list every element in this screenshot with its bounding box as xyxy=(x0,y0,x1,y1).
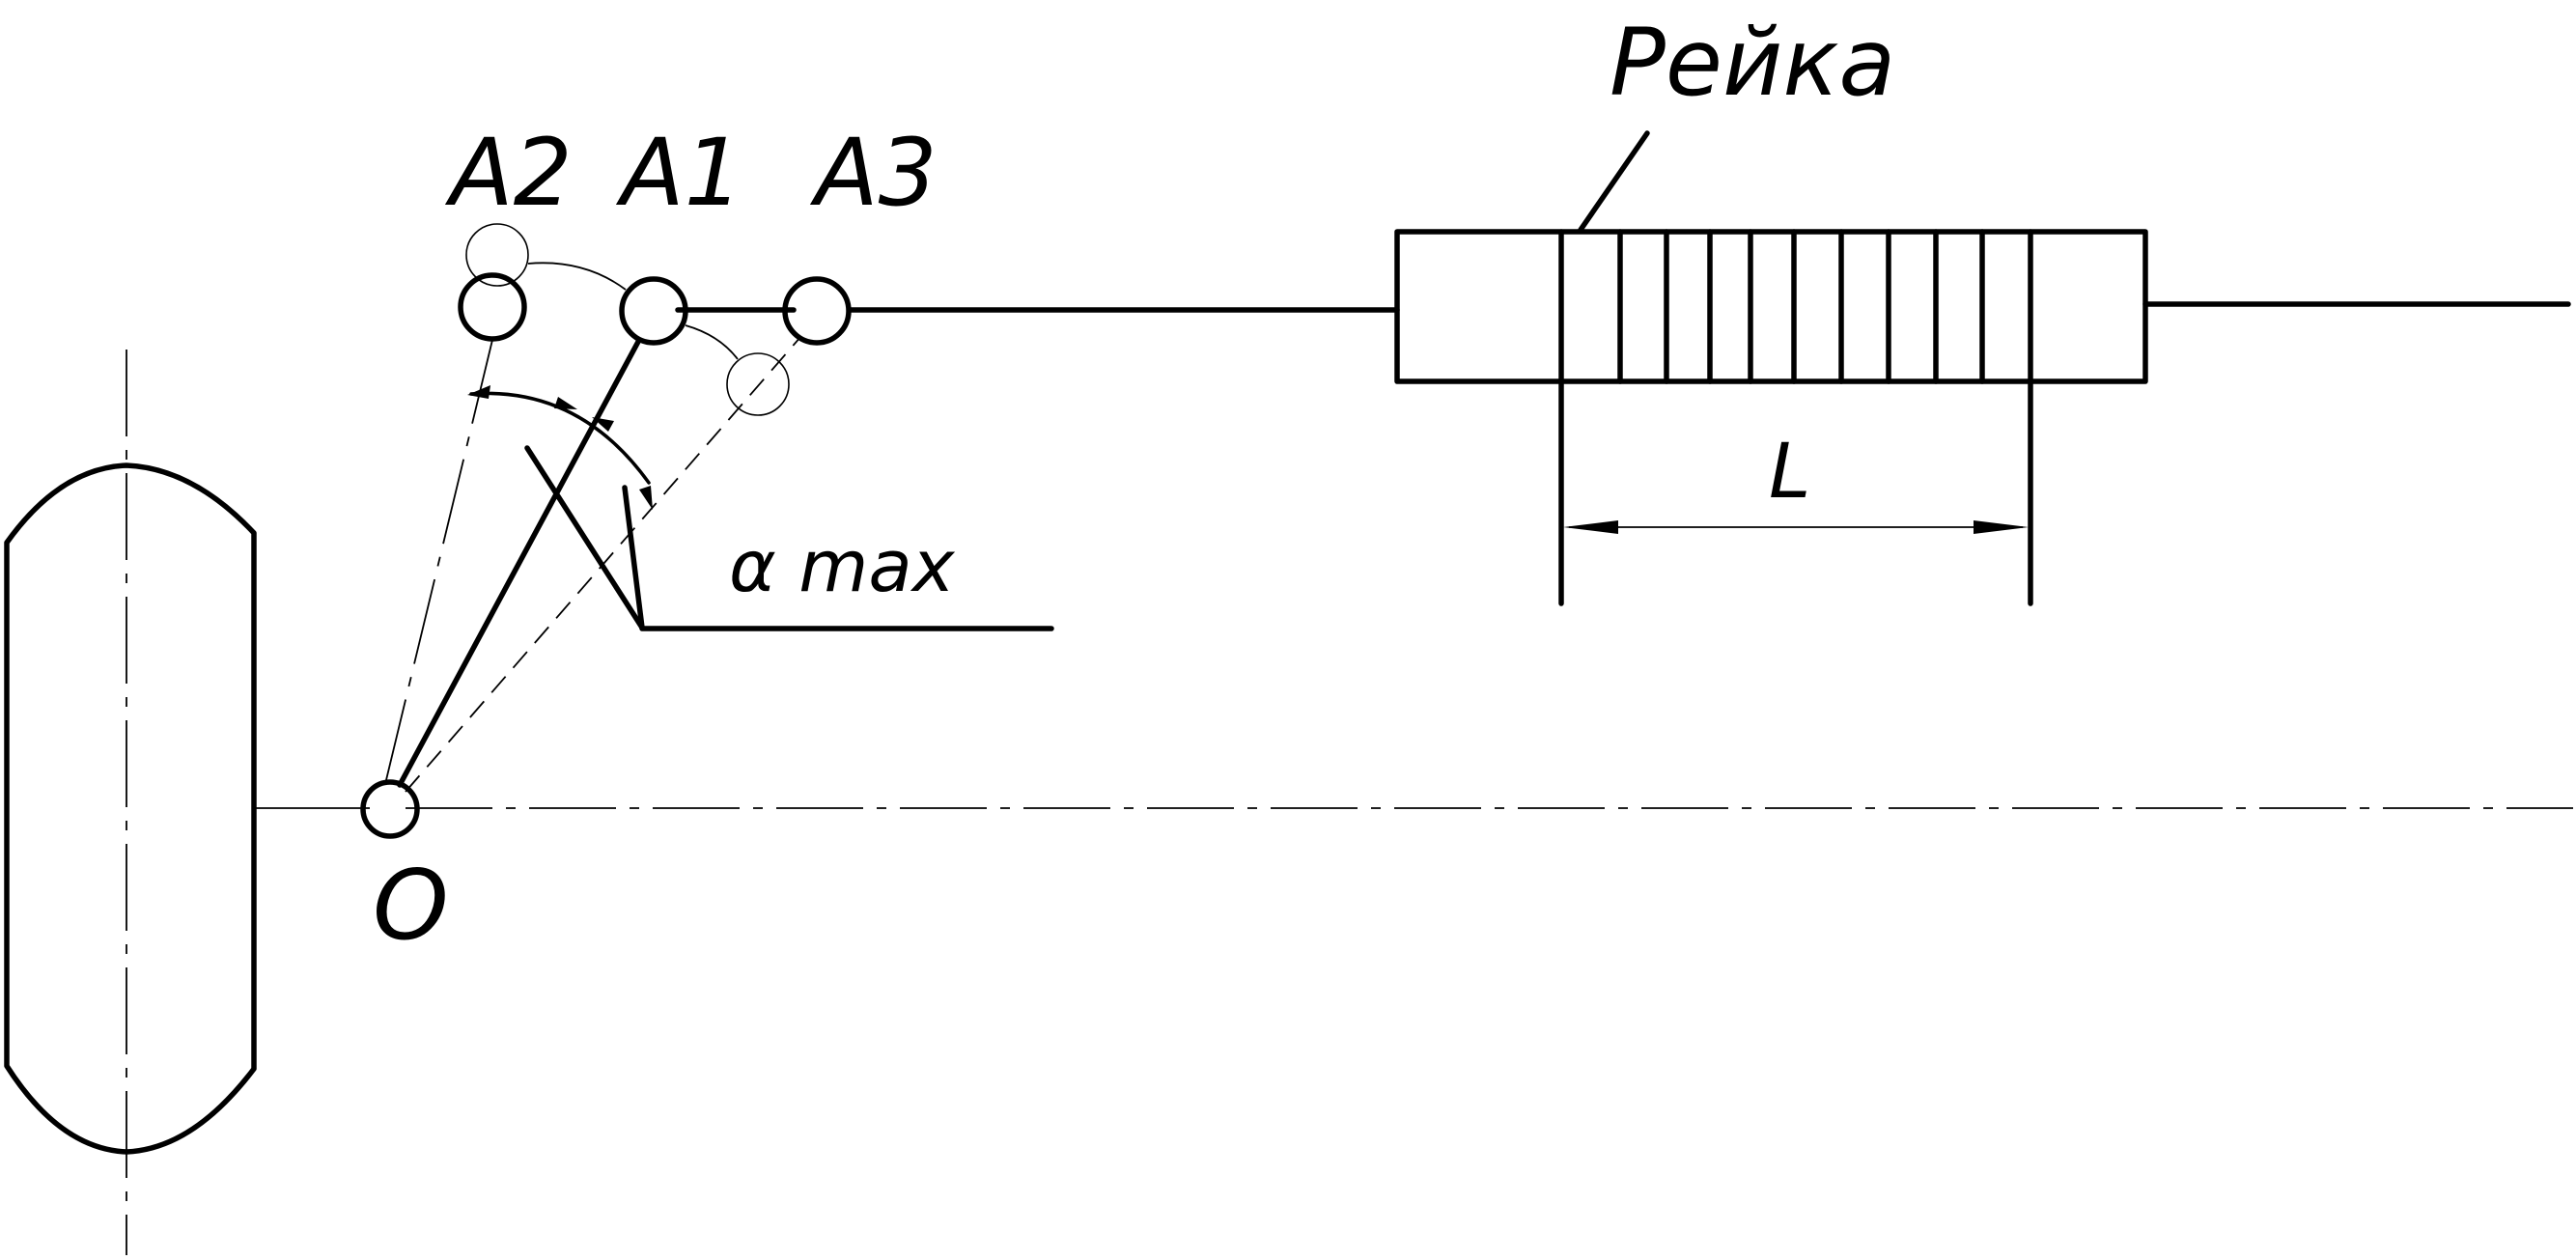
label-alpha-max: α max xyxy=(729,525,956,608)
label-o: O xyxy=(373,849,449,962)
joint-a2 xyxy=(458,272,527,342)
swing-arc-a1-a3 xyxy=(685,324,739,360)
dimension-arrow-left xyxy=(1563,520,1618,534)
angle-arrow-right xyxy=(639,486,653,510)
wheel-outline-icon xyxy=(4,462,257,1155)
label-a2: A2 xyxy=(444,119,573,227)
rack-label-leader xyxy=(1578,130,1650,233)
ghost-circle-a3 xyxy=(726,352,790,416)
rack-teeth xyxy=(1558,229,2033,384)
swing-arc-a1-a2 xyxy=(527,262,627,291)
label-rack: Рейка xyxy=(1610,9,1895,117)
ghost-circle-a2 xyxy=(465,223,529,287)
angle-arrow-left xyxy=(467,385,490,399)
angle-arc-alpha-max xyxy=(469,391,651,485)
joint-a1 xyxy=(619,276,688,346)
angle-arrow-mid1 xyxy=(554,397,577,409)
reference-line-o-a2 xyxy=(384,339,493,785)
alpha-leader-2 xyxy=(622,485,645,630)
steering-arm-o-a1 xyxy=(397,337,642,788)
label-a1: A1 xyxy=(615,119,743,227)
alpha-leader-1 xyxy=(524,445,645,630)
dimension-arrow-right xyxy=(1974,520,2029,534)
joint-a3 xyxy=(782,276,852,346)
angle-arrow-mid2 xyxy=(592,417,614,432)
label-a3: A3 xyxy=(809,119,938,227)
joint-o xyxy=(360,779,420,839)
label-l: L xyxy=(1769,429,1810,516)
